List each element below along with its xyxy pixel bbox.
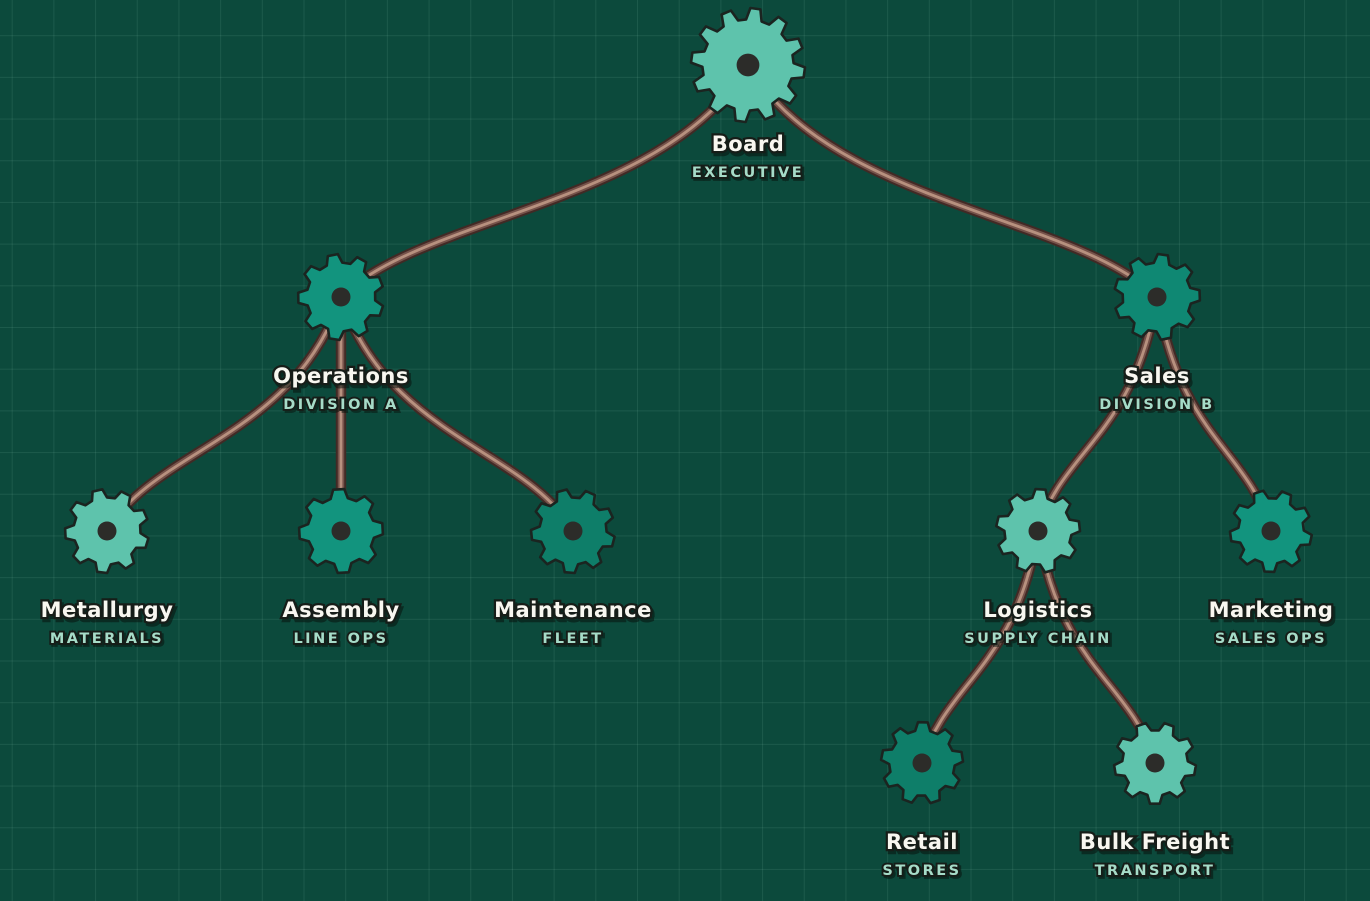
logistics-sublabel: SUPPLY CHAIN xyxy=(964,631,1112,647)
maintenance-sublabel: FLEET xyxy=(542,631,603,647)
retail-label: Retail xyxy=(886,830,958,854)
board-sublabel: EXECUTIVE xyxy=(692,165,804,181)
assembly-sublabel: LINE OPS xyxy=(293,631,388,647)
assembly-hub-dot xyxy=(331,521,351,541)
edge-operations-maintenance xyxy=(335,291,579,537)
edge-operations-maintenance-edge-core xyxy=(339,295,575,533)
operations-hub-dot xyxy=(331,287,351,307)
edge-board-sales-edge-core xyxy=(746,63,1159,299)
metallurgy-hub-dot xyxy=(97,521,117,541)
bulk-freight-label: Bulk Freight xyxy=(1080,830,1230,854)
bulk-freight-hub-dot xyxy=(1145,753,1165,773)
edge-operations-metallurgy-edge-outer xyxy=(101,291,347,537)
sales-label: Sales xyxy=(1124,364,1190,388)
marketing-sublabel: SALES OPS xyxy=(1215,631,1327,647)
assembly-label: Assembly xyxy=(282,598,399,622)
maintenance-label: Maintenance xyxy=(494,598,652,622)
operations-label: Operations xyxy=(273,364,409,388)
metallurgy-sublabel: MATERIALS xyxy=(50,631,164,647)
marketing-label: Marketing xyxy=(1209,598,1334,622)
board-label: Board xyxy=(712,132,785,156)
retail-hub-dot xyxy=(912,753,932,773)
nodes-layer xyxy=(63,6,1314,805)
edge-board-sales-edge-outer xyxy=(742,59,1163,303)
board-hub-dot xyxy=(736,53,760,77)
bulk-freight-sublabel: TRANSPORT xyxy=(1095,863,1216,879)
operations-sublabel: DIVISION A xyxy=(283,397,399,413)
sales-sublabel: DIVISION B xyxy=(1099,397,1214,413)
sales-hub-dot xyxy=(1147,287,1167,307)
maintenance-hub-dot xyxy=(563,521,583,541)
edge-board-operations xyxy=(335,59,754,303)
edge-board-operations-edge-outer xyxy=(335,59,754,303)
metallurgy-label: Metallurgy xyxy=(41,598,174,622)
edge-board-sales xyxy=(742,59,1163,303)
edge-board-operations-edge-core xyxy=(339,63,750,299)
retail-sublabel: STORES xyxy=(882,863,961,879)
logistics-hub-dot xyxy=(1028,521,1048,541)
edge-operations-metallurgy xyxy=(101,291,347,537)
edge-operations-maintenance-edge-outer xyxy=(335,291,579,537)
edges-layer xyxy=(101,59,1277,769)
logistics-label: Logistics xyxy=(983,598,1092,622)
marketing-hub-dot xyxy=(1261,521,1281,541)
